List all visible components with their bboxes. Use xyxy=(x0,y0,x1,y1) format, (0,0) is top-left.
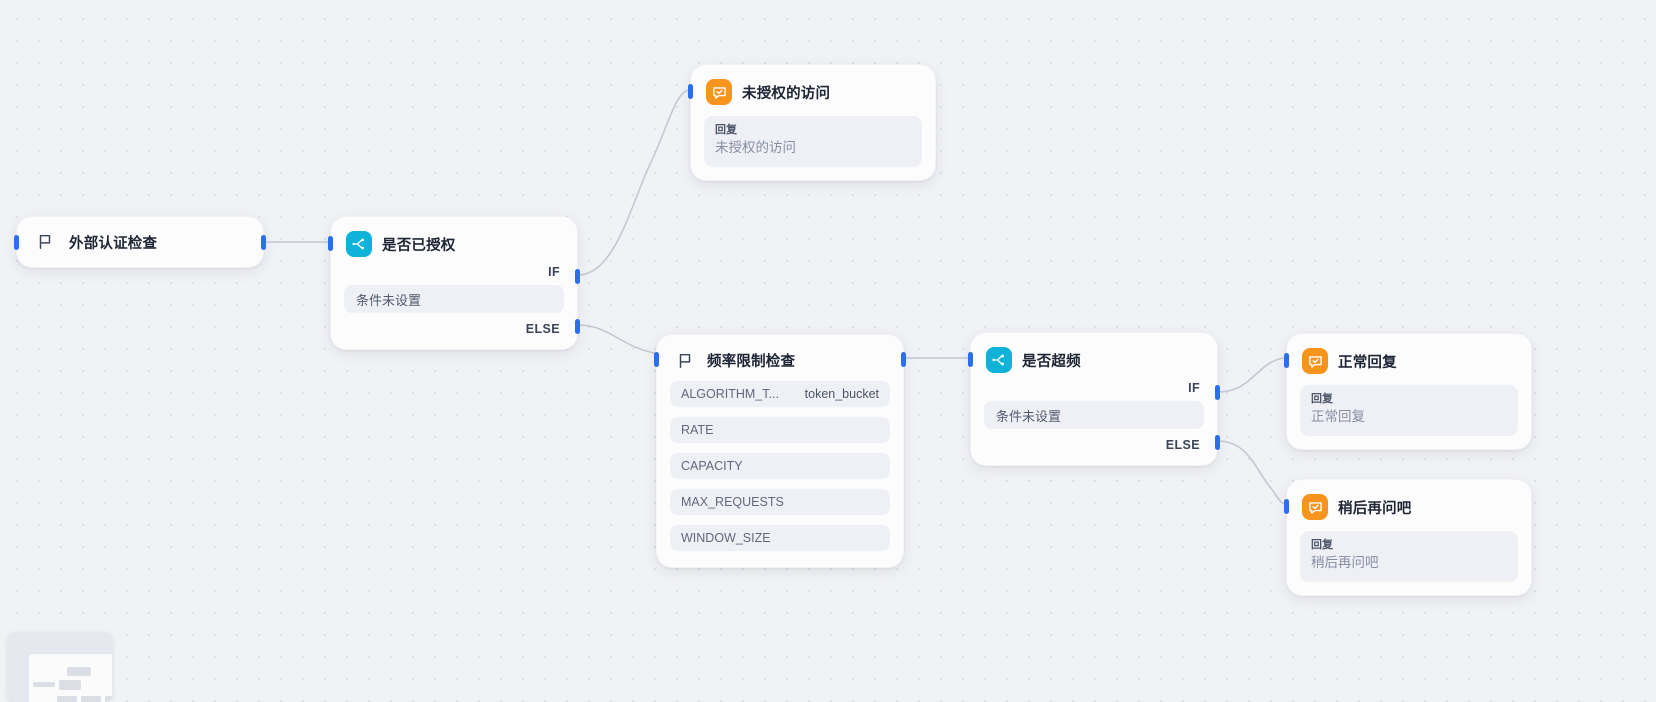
answer-icon xyxy=(1302,348,1328,374)
node-title: 外部认证检查 xyxy=(69,235,158,252)
param-row[interactable]: ALGORITHM_T... token_bucket xyxy=(670,381,890,407)
output-port-else[interactable] xyxy=(1215,435,1220,450)
node-header: 稍后再问吧 xyxy=(1300,492,1518,520)
node-start-rate-limit-check[interactable]: 频率限制检查 ALGORITHM_T... token_bucket RATE … xyxy=(654,334,906,568)
node-header: 正常回复 xyxy=(1300,346,1518,374)
node-header: 是否已授权 xyxy=(344,229,564,257)
edge-over-if-to-normal xyxy=(1217,357,1287,393)
node-title: 稍后再问吧 xyxy=(1338,500,1412,517)
node-title: 正常回复 xyxy=(1338,354,1397,371)
param-row[interactable]: CAPACITY xyxy=(670,453,890,479)
minimap-node xyxy=(81,696,101,702)
output-port[interactable] xyxy=(901,352,906,367)
minimap-node xyxy=(105,696,112,702)
branch-label-if: IF xyxy=(1188,381,1200,395)
reply-label: 回复 xyxy=(1311,539,1333,551)
condition-row[interactable]: 条件未设置 xyxy=(984,401,1204,429)
minimap-node xyxy=(57,696,77,702)
node-header: 是否超频 xyxy=(984,345,1204,373)
minimap[interactable] xyxy=(8,633,112,702)
condition-row[interactable]: 条件未设置 xyxy=(344,285,564,313)
branch-label-if: IF xyxy=(548,265,560,279)
param-row[interactable]: MAX_REQUESTS xyxy=(670,489,890,515)
condition-text: 条件未设置 xyxy=(996,408,1062,424)
input-port[interactable] xyxy=(14,235,19,250)
output-port-if[interactable] xyxy=(1215,385,1220,400)
flag-icon xyxy=(675,351,695,371)
param-key: CAPACITY xyxy=(681,459,743,473)
input-port[interactable] xyxy=(328,236,333,251)
reply-label: 回复 xyxy=(1311,393,1333,405)
param-key: WINDOW_SIZE xyxy=(681,531,771,545)
param-key: MAX_REQUESTS xyxy=(681,495,784,509)
output-port-else[interactable] xyxy=(575,319,580,334)
input-port[interactable] xyxy=(654,352,659,367)
node-title: 是否已授权 xyxy=(382,237,456,254)
minimap-viewport xyxy=(29,654,112,702)
node-start-external-auth-check[interactable]: 外部认证检查 xyxy=(14,216,266,268)
node-header: 频率限制检查 xyxy=(670,348,890,371)
node-header: 外部认证检查 xyxy=(17,232,157,253)
input-port[interactable] xyxy=(1284,353,1289,368)
minimap-node xyxy=(59,680,81,690)
reply-text: 正常回复 xyxy=(1311,408,1365,424)
node-title: 是否超频 xyxy=(1022,353,1081,370)
node-answer-unauthorized-access[interactable]: 未授权的访问 回复 未授权的访问 xyxy=(688,64,936,181)
edge-over-else-to-asklater xyxy=(1217,440,1287,505)
branch-label-else: ELSE xyxy=(525,322,560,336)
node-title: 频率限制检查 xyxy=(707,354,796,370)
param-row[interactable]: WINDOW_SIZE xyxy=(670,525,890,551)
reply-box[interactable]: 回复 未授权的访问 xyxy=(704,116,922,167)
node-condition-is-authorized[interactable]: 是否已授权 IF 条件未设置 ELSE xyxy=(328,216,580,350)
edge-auth-if-to-unauthorized xyxy=(577,89,691,276)
input-port[interactable] xyxy=(1284,499,1289,514)
node-answer-ask-later[interactable]: 稍后再问吧 回复 稍后再问吧 xyxy=(1284,479,1532,596)
node-condition-is-over-rate[interactable]: 是否超频 IF 条件未设置 ELSE xyxy=(968,332,1220,466)
node-header: 未授权的访问 xyxy=(704,77,922,105)
branch-label-else: ELSE xyxy=(1165,438,1200,452)
param-key: RATE xyxy=(681,423,714,437)
reply-label: 回复 xyxy=(715,124,737,136)
reply-text: 未授权的访问 xyxy=(715,139,796,155)
reply-box[interactable]: 回复 正常回复 xyxy=(1300,385,1518,436)
reply-box[interactable]: 回复 稍后再问吧 xyxy=(1300,531,1518,582)
flag-icon xyxy=(35,232,55,252)
param-row[interactable]: RATE xyxy=(670,417,890,443)
node-title: 未授权的访问 xyxy=(742,85,831,102)
condition-text: 条件未设置 xyxy=(356,292,422,308)
answer-icon xyxy=(1302,494,1328,520)
node-answer-normal-reply[interactable]: 正常回复 回复 正常回复 xyxy=(1284,333,1532,450)
minimap-node xyxy=(67,667,91,676)
param-key: ALGORITHM_T... xyxy=(681,387,779,401)
param-value: token_bucket xyxy=(804,387,879,401)
minimap-node xyxy=(33,682,55,687)
branch-icon xyxy=(346,231,372,257)
branch-icon xyxy=(986,347,1012,373)
output-port[interactable] xyxy=(261,235,266,250)
answer-icon xyxy=(706,79,732,105)
reply-text: 稍后再问吧 xyxy=(1311,554,1379,570)
input-port[interactable] xyxy=(968,352,973,367)
output-port-if[interactable] xyxy=(575,269,580,284)
input-port[interactable] xyxy=(688,84,693,99)
